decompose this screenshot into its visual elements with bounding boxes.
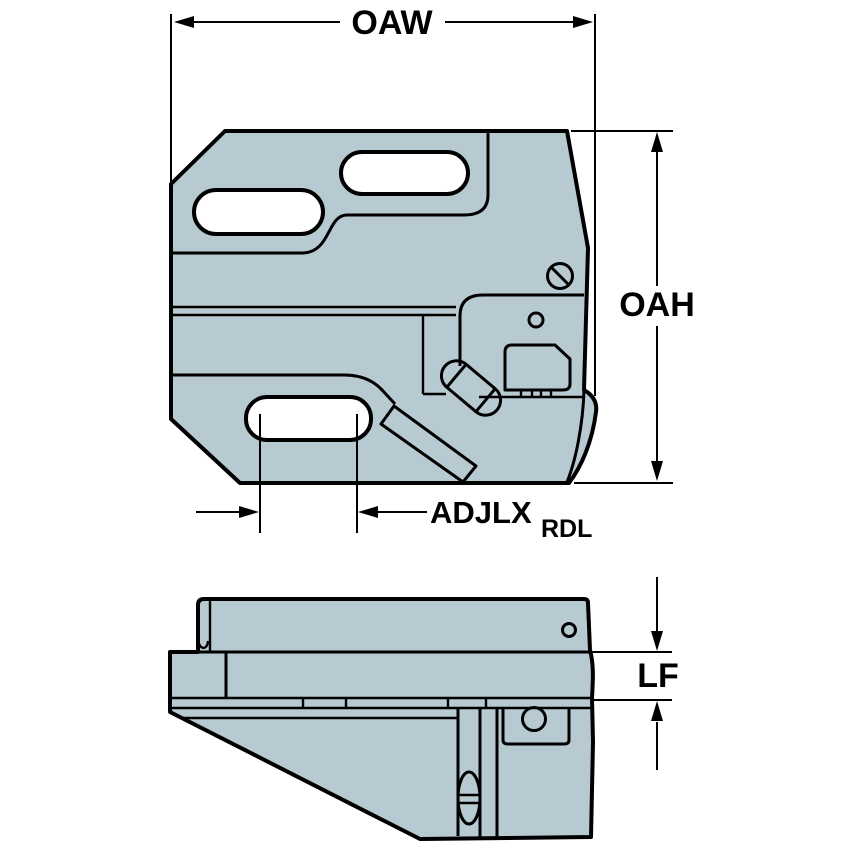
- front-view: [169, 129, 599, 485]
- pocket-tab-lines: [519, 390, 553, 397]
- clamp-screw-head: [546, 262, 574, 290]
- locating-hole: [527, 311, 545, 329]
- adjlx-arrowhead-left: [239, 506, 259, 518]
- adjustment-wedge: [379, 404, 478, 484]
- cutting-edge-inner-line: [565, 389, 586, 483]
- adjustment-screw-band-lines: [445, 363, 497, 413]
- oaw-arrowhead-right: [573, 16, 593, 28]
- oah-arrowhead-bottom: [651, 461, 663, 481]
- lf-arrowhead-top: [651, 631, 663, 651]
- oaw-label: OAW: [351, 4, 433, 42]
- oaw-dimension: OAW: [170, 4, 596, 396]
- mounting-slot-bottom: [244, 395, 373, 442]
- rail-divider-lines: [301, 698, 488, 708]
- adjlx-dimension: ADJLX RDL: [196, 414, 592, 543]
- adjustment-screw: [439, 359, 503, 417]
- side-pocket-hole: [521, 706, 547, 732]
- screw-head-circle: [546, 262, 574, 290]
- clamp-pin-oval: [456, 770, 482, 826]
- adjlx-label: ADJLX: [430, 495, 532, 530]
- adjustment-screw-body: [439, 359, 503, 417]
- lf-dimension: LF: [589, 577, 679, 770]
- side-view: [168, 597, 595, 841]
- lf-arrowhead-bottom: [651, 701, 663, 721]
- adjlx-arrowhead-right: [358, 506, 378, 518]
- side-pocket-outline: [501, 709, 571, 746]
- lower-contour-line: [171, 373, 397, 406]
- oah-dimension: OAH: [571, 130, 695, 484]
- panel-contour-line: [458, 293, 584, 366]
- rdl-label: RDL: [541, 515, 592, 543]
- relief-notch: [196, 637, 210, 649]
- lf-label: LF: [637, 657, 679, 695]
- upper-contour-line: [171, 131, 490, 255]
- mounting-slot-top-left: [192, 188, 325, 236]
- insert-pocket: [503, 343, 572, 392]
- oah-arrowhead-top: [651, 132, 663, 152]
- screw-slot-line: [550, 266, 570, 286]
- oah-label: OAH: [619, 286, 695, 324]
- clamp-pin-chords: [459, 793, 480, 805]
- oaw-arrowhead-left: [174, 16, 194, 28]
- corner-hole: [561, 622, 577, 638]
- mounting-slot-top-right: [339, 150, 470, 196]
